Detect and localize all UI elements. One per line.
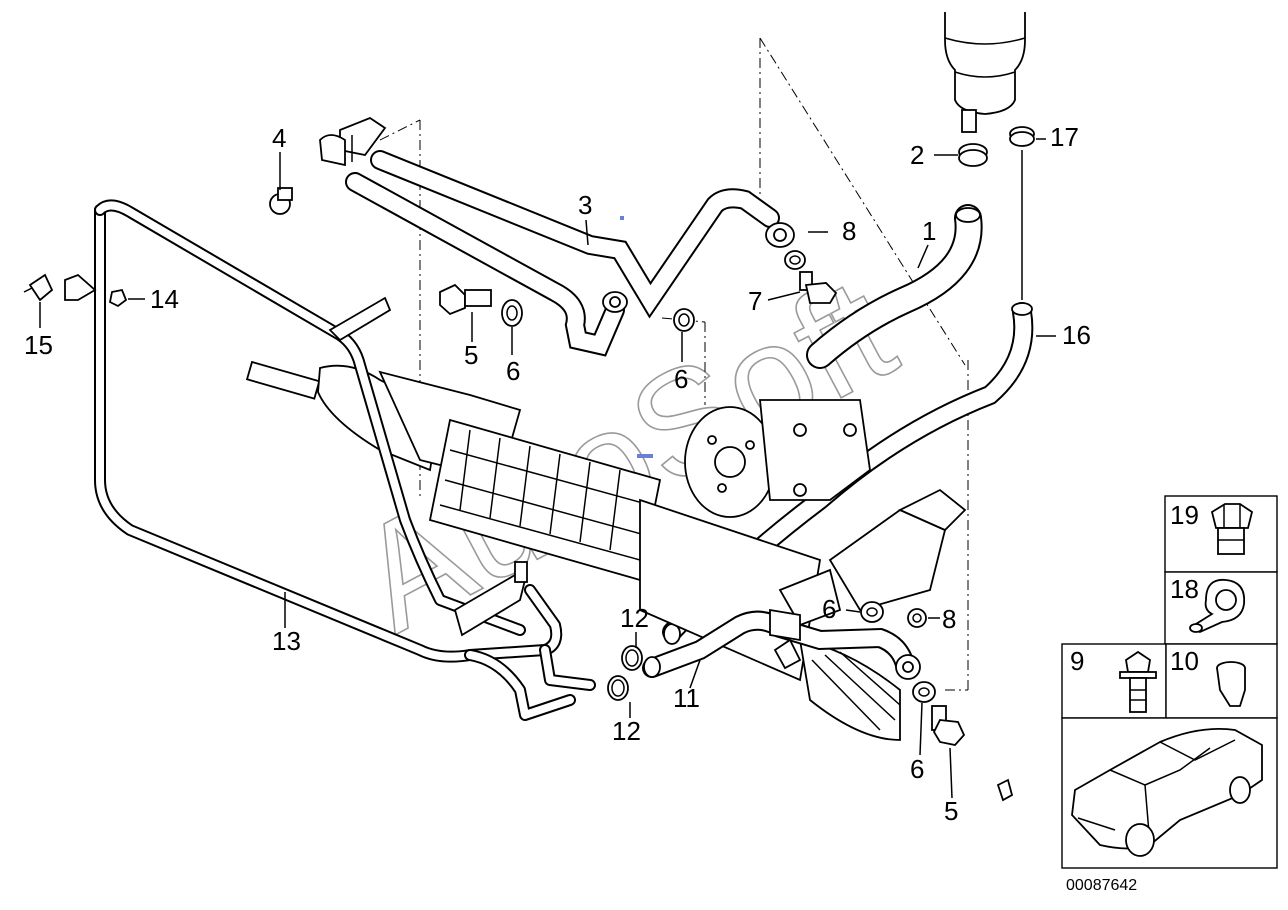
legend-label-18: 18 — [1170, 574, 1199, 604]
power-steering-pump — [684, 399, 871, 518]
callout-6: 6 — [910, 754, 924, 784]
callout-14: 14 — [150, 284, 179, 314]
callout-5: 5 — [944, 796, 958, 826]
callout-12: 12 — [612, 716, 641, 746]
hex-bolt-icon — [1210, 503, 1254, 555]
diagram-number: 00087642 — [1066, 877, 1137, 894]
callout-17: 17 — [1050, 122, 1079, 152]
callout-2: 2 — [910, 140, 924, 170]
callout-6: 6 — [506, 356, 520, 386]
legend-label-9: 9 — [1070, 646, 1084, 676]
pressure-line-3 — [319, 116, 795, 357]
callout-8: 8 — [842, 216, 856, 246]
legend-label-10: 10 — [1170, 646, 1199, 676]
callout-15: 15 — [24, 330, 53, 360]
pipe-clamp-icon — [1189, 578, 1246, 634]
hose-1 — [806, 204, 983, 369]
vehicle-illustration-icon — [1071, 727, 1263, 857]
flange-bolt-icon — [1119, 650, 1157, 713]
callout-12: 12 — [620, 603, 649, 633]
callout-6: 6 — [674, 364, 688, 394]
callouts: 1 2 3 4 5 5 6 6 6 6 7 8 8 11 12 12 13 14… — [24, 122, 1091, 826]
hose-clamp-17 — [1009, 126, 1035, 147]
legend-box-9 — [1061, 643, 1167, 719]
legend-panel: 19 18 9 10 — [1061, 495, 1278, 894]
nut-icon — [1216, 661, 1246, 707]
callout-6: 6 — [822, 594, 836, 624]
callout-16: 16 — [1062, 320, 1091, 350]
cooling-loop-13 — [94, 199, 596, 721]
highlight-mark — [620, 216, 624, 220]
callout-4: 4 — [272, 123, 286, 153]
callout-5: 5 — [464, 340, 478, 370]
leader-lines — [39, 138, 1056, 799]
fluid-reservoir — [944, 12, 1026, 133]
callout-8: 8 — [942, 604, 956, 634]
callout-3: 3 — [578, 190, 592, 220]
pressure-line-11 — [642, 608, 921, 680]
callout-1: 1 — [922, 216, 936, 246]
callout-13: 13 — [272, 626, 301, 656]
small-parts — [23, 187, 1014, 802]
callout-7: 7 — [748, 286, 762, 316]
callout-11: 11 — [673, 683, 700, 713]
highlight-mark — [637, 454, 653, 458]
legend-label-19: 19 — [1170, 500, 1199, 530]
hose-clamp-2 — [958, 143, 988, 167]
